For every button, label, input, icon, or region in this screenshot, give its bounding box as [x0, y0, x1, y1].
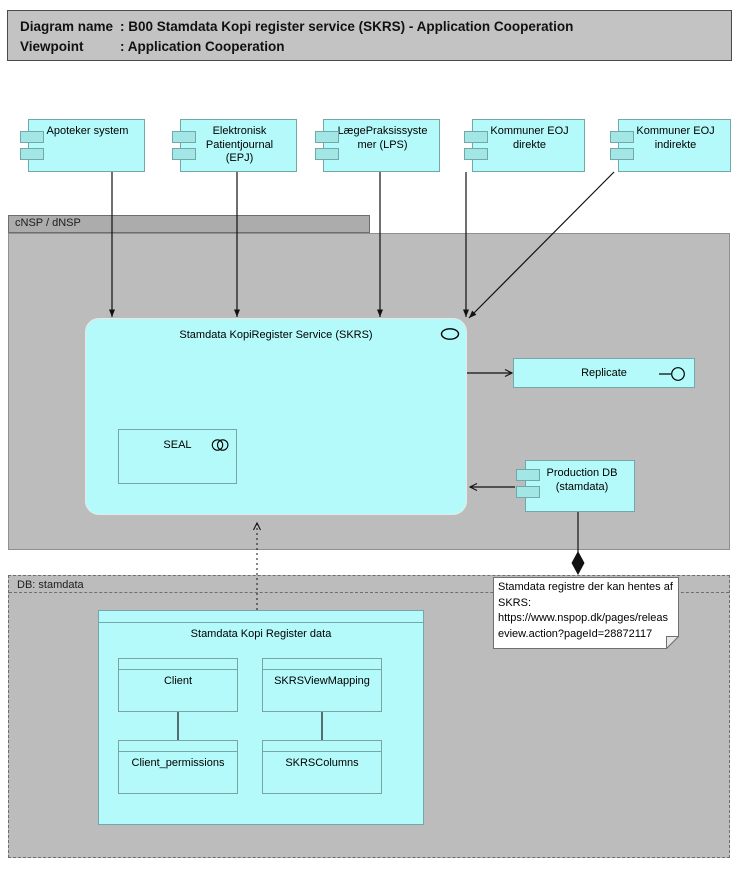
collaboration-circles-icon	[211, 439, 229, 451]
component-seal: SEAL	[118, 429, 237, 484]
table-label: SKRSViewMapping	[274, 675, 370, 687]
component-apoteker-system: Apoteker system	[20, 119, 145, 172]
group-db-separator	[9, 592, 729, 593]
table-client-permissions: Client_permissions	[118, 740, 238, 794]
component-tab-icon	[20, 131, 44, 143]
seal-label: SEAL	[163, 439, 192, 451]
component-lps: LægePraksissystemer (LPS)	[315, 119, 440, 172]
component-label: Kommuner EOJ direkte	[490, 125, 569, 151]
note-fold-shape	[493, 577, 679, 649]
table-skrsviewmapping: SKRSViewMapping	[262, 658, 382, 712]
data-object-strip-icon	[119, 659, 237, 670]
data-object-strip-icon	[119, 741, 237, 752]
component-production-db: Production DB (stamdata)	[516, 460, 635, 512]
component-kommuner-eoj-direkte: Kommuner EOJ direkte	[464, 119, 585, 172]
component-tab-icon	[610, 131, 634, 143]
component-tab-icon	[315, 148, 339, 160]
diagram-title-bar: Diagram name : B00 Stamdata Kopi registe…	[7, 10, 732, 61]
group-cnsp-tab: cNSP / dNSP	[8, 215, 370, 233]
component-tab-icon	[610, 148, 634, 160]
data-object-strip-icon	[263, 741, 381, 752]
table-label: Client_permissions	[131, 757, 225, 769]
data-object-strip-icon	[263, 659, 381, 670]
interface-replicate: Replicate	[513, 358, 695, 388]
diagram-name-label: Diagram name	[20, 19, 114, 34]
note-text: Stamdata registre der kan hentes af SKRS…	[498, 581, 673, 640]
component-label: Kommuner EOJ indirekte	[636, 125, 715, 151]
table-label: Client	[163, 675, 193, 687]
service-skrs-label: Stamdata KopiRegister Service (SKRS)	[179, 329, 373, 341]
component-label: Apoteker system	[46, 125, 129, 137]
table-label: SKRSColumns	[285, 757, 359, 769]
component-kommuner-eoj-indirekte: Kommuner EOJ indirekte	[610, 119, 731, 172]
component-tab-icon	[464, 148, 488, 160]
component-label: LægePraksissystemer (LPS)	[337, 125, 428, 151]
replicate-label: Replicate	[581, 367, 627, 379]
group-db-label: DB: stamdata	[17, 579, 84, 591]
group-cnsp-label: cNSP / dNSP	[15, 217, 81, 229]
component-tab-icon	[516, 469, 540, 481]
data-object-strip-icon	[99, 611, 423, 623]
aggregation-diamond	[571, 551, 585, 575]
component-tab-icon	[20, 148, 44, 160]
viewpoint-row: Viewpoint : Application Cooperation	[20, 37, 723, 57]
table-client: Client	[118, 658, 238, 712]
viewpoint-label: Viewpoint	[20, 39, 84, 54]
component-tab-icon	[315, 131, 339, 143]
component-tab-icon	[172, 131, 196, 143]
component-label: Elektronisk Patientjournal (EPJ)	[205, 125, 274, 164]
application-service-oval-icon	[440, 328, 460, 340]
component-tab-icon	[516, 486, 540, 498]
datastore-label: Stamdata Kopi Register data	[190, 628, 332, 640]
diagram-name-value: : B00 Stamdata Kopi register service (SK…	[120, 19, 574, 34]
diagram-name-row: Diagram name : B00 Stamdata Kopi registe…	[20, 17, 723, 37]
table-skrscolumns: SKRSColumns	[262, 740, 382, 794]
component-epj: Elektronisk Patientjournal (EPJ)	[172, 119, 297, 172]
component-tab-icon	[464, 131, 488, 143]
component-tab-icon	[172, 148, 196, 160]
viewpoint-value: : Application Cooperation	[120, 39, 285, 54]
service-skrs: Stamdata KopiRegister Service (SKRS)	[85, 318, 467, 515]
lollipop-interface-icon	[659, 367, 685, 381]
production-db-label: Production DB (stamdata)	[546, 467, 618, 493]
note-annotation: Stamdata registre der kan hentes af SKRS…	[493, 577, 679, 649]
